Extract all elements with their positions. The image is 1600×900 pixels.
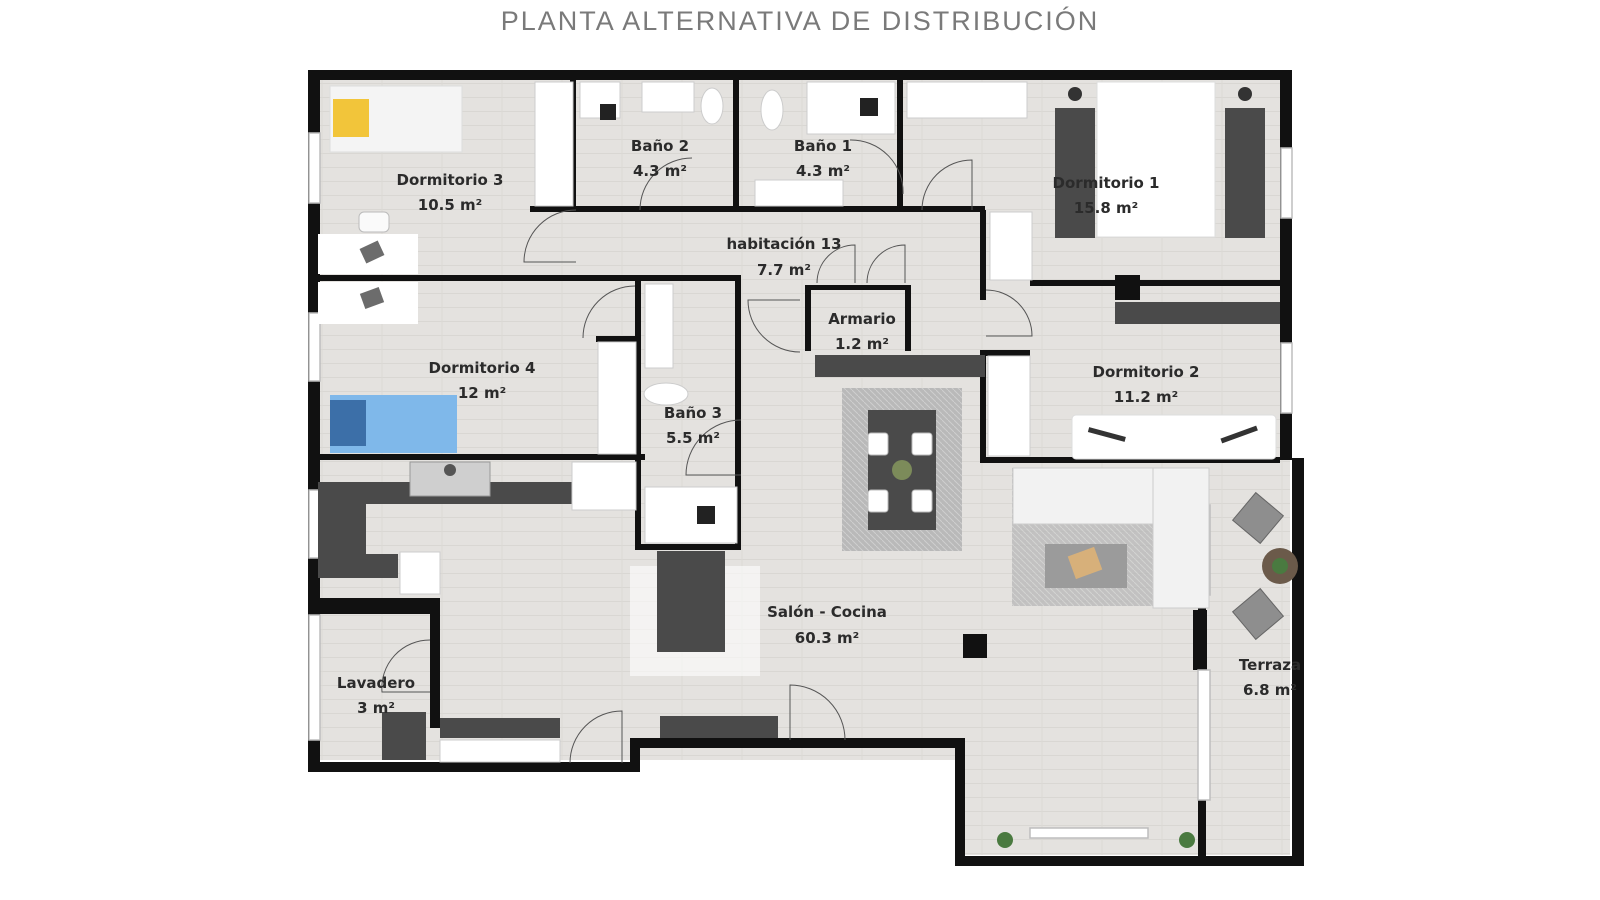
door-swings [381, 139, 1033, 764]
page-title: PLANTA ALTERNATIVA DE DISTRIBUCIÓN [500, 6, 1100, 36]
furniture [318, 81, 1298, 848]
exterior-walls [308, 70, 1304, 866]
interior-walls [315, 80, 1280, 860]
